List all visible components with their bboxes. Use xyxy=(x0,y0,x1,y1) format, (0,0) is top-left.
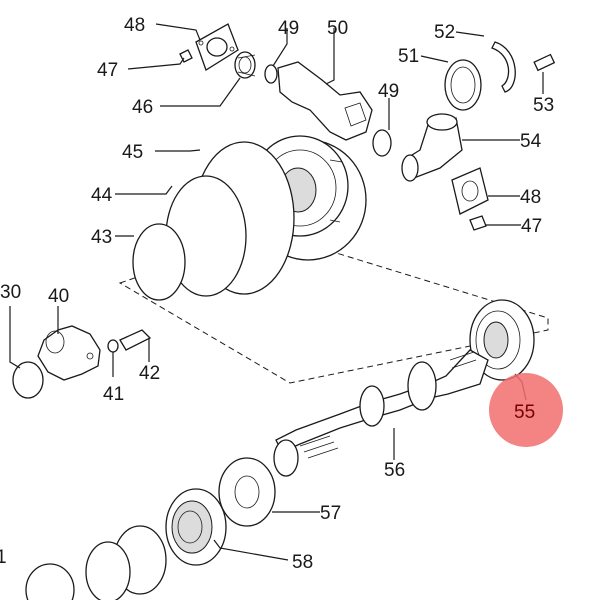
callout-43: 43 xyxy=(91,227,112,248)
callout-cut-left: 1 xyxy=(0,547,7,568)
callout-44: 44 xyxy=(91,185,113,206)
callout-53: 53 xyxy=(533,95,554,116)
callout-45: 45 xyxy=(122,142,143,163)
part-shaft-56 xyxy=(273,349,489,477)
part-washer-41 xyxy=(107,339,119,353)
callout-49-top: 49 xyxy=(278,18,299,39)
callout-56: 56 xyxy=(384,460,405,481)
callout-50: 50 xyxy=(327,18,348,39)
part-oring-30 xyxy=(12,361,44,399)
callout-30: 30 xyxy=(0,282,21,303)
callout-54: 54 xyxy=(520,131,542,152)
callout-48-side: 48 xyxy=(520,187,541,208)
part-oring-49-side xyxy=(372,129,392,157)
part-oring-43 xyxy=(132,223,186,301)
callout-49-side: 49 xyxy=(378,81,399,102)
part-seal-46 xyxy=(234,51,256,79)
part-bolt-42 xyxy=(119,329,152,351)
callout-46: 46 xyxy=(132,97,153,118)
part-elbow-54 xyxy=(401,113,463,182)
highlight-marker xyxy=(489,373,563,447)
callout-labels: 48 49 50 52 51 47 53 46 49 45 54 44 48 4… xyxy=(0,15,554,573)
part-ring-51 xyxy=(444,59,482,111)
part-washer-57 xyxy=(218,457,276,527)
callout-48-top: 48 xyxy=(124,15,145,36)
callout-52: 52 xyxy=(434,22,455,43)
callout-47-top: 47 xyxy=(97,60,118,81)
part-needle-bearing-58 xyxy=(165,488,227,566)
part-flange-48-side xyxy=(451,167,489,215)
part-circlip-52 xyxy=(491,41,516,93)
callout-41: 41 xyxy=(103,384,124,405)
part-oring-49-top xyxy=(264,64,278,84)
callout-55: 55 xyxy=(514,402,535,423)
part-flange-48-top xyxy=(195,23,239,71)
callout-47-side: 47 xyxy=(521,216,542,237)
leader-lines xyxy=(9,23,544,561)
part-bolt-47-top xyxy=(179,49,193,63)
part-housing-40 xyxy=(37,325,101,381)
callout-58: 58 xyxy=(292,552,313,573)
part-screw-53 xyxy=(533,53,556,72)
callout-42: 42 xyxy=(139,363,160,384)
callout-51: 51 xyxy=(398,46,419,67)
part-bolt-47-side xyxy=(469,215,487,231)
callout-40: 40 xyxy=(48,286,69,307)
lower-rings xyxy=(25,525,167,600)
callout-57: 57 xyxy=(320,503,341,524)
